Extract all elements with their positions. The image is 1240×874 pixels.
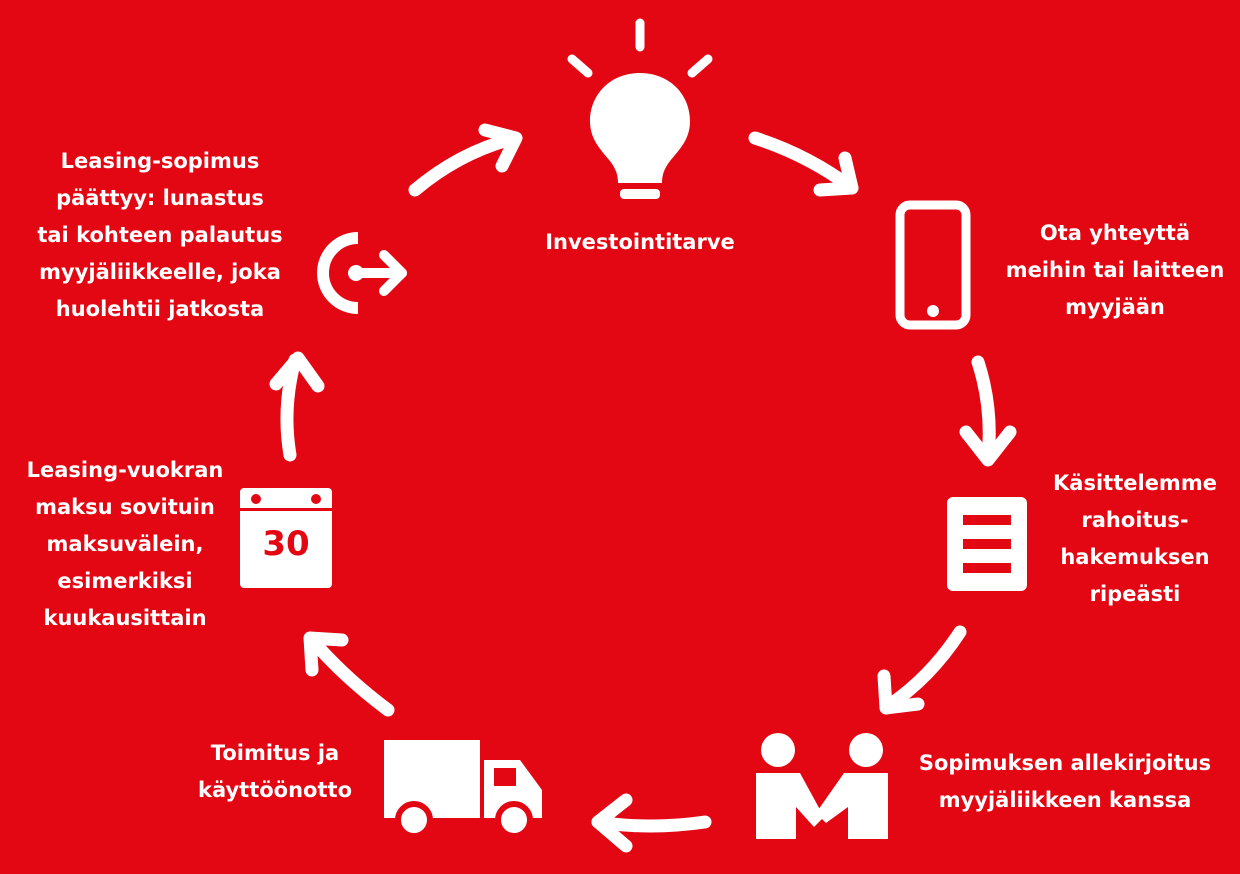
calendar-day-number: 30	[262, 524, 310, 564]
step-label-payment: Leasing-vuokran maksu sovituin maksuväle…	[26, 458, 224, 630]
arrow-contact-to-processing	[959, 355, 1017, 467]
step-label-processing: Käsittelemme rahoitus- hakemuksen ripeäs…	[1053, 471, 1217, 606]
arrow-processing-to-signing	[877, 625, 967, 715]
arrow-signing-to-delivery	[591, 793, 712, 853]
document-icon	[947, 497, 1027, 591]
arrow-delivery-to-payment	[303, 631, 395, 717]
arrow-payment-to-contract-end	[269, 351, 325, 462]
step-label-contract-end: Leasing-sopimus päättyy: lunastus tai ko…	[37, 149, 283, 321]
step-label-delivery: Toimitus ja käyttöönotto	[198, 741, 352, 802]
arrow-contract-end-to-investment	[408, 123, 523, 197]
return-exit-icon	[317, 232, 407, 314]
arrow-investment-to-contact	[748, 131, 859, 197]
smartphone-icon	[895, 200, 971, 330]
delivery-truck-icon	[384, 740, 542, 839]
step-label-signing: Sopimuksen allekirjoitus myyjäliikkeen k…	[918, 751, 1212, 812]
step-label-contact: Ota yhteyttä meihin tai laitteen myyjään	[1005, 221, 1225, 319]
lightbulb-icon	[567, 18, 713, 199]
step-label-investment-need: Investointitarve	[545, 230, 735, 254]
calendar-icon: 30	[240, 488, 332, 588]
handshake-icon	[756, 733, 888, 839]
